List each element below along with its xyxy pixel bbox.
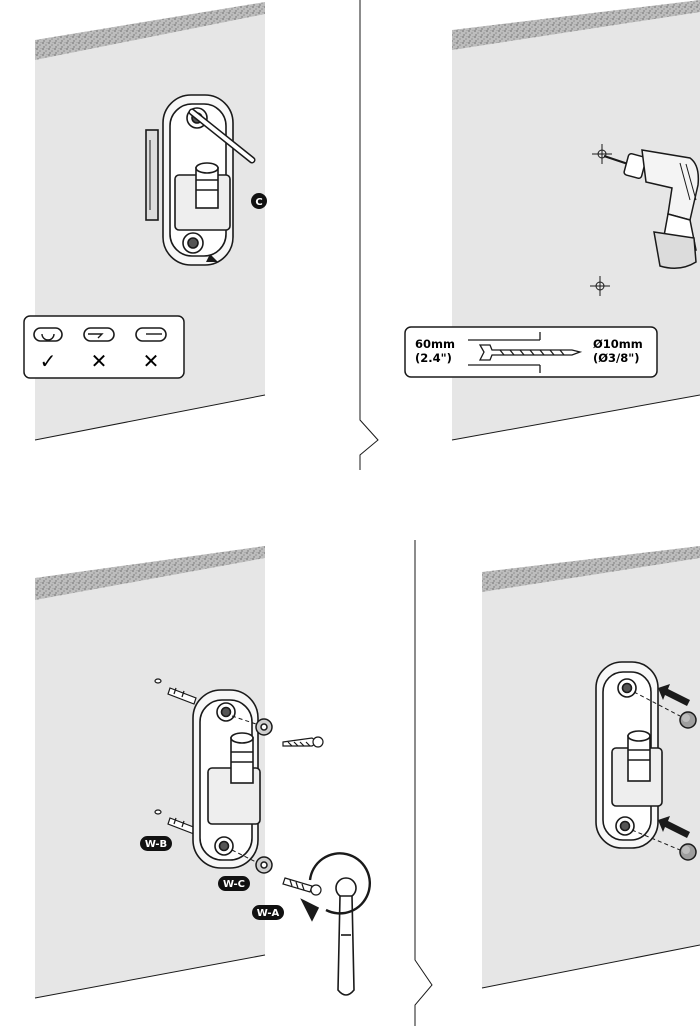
wall-surface: [482, 558, 700, 988]
depth-metric: 60mm: [415, 337, 455, 351]
part-badge-wc: W-C: [218, 876, 250, 891]
cross-mark: ✕: [143, 349, 160, 373]
svg-text:W-A: W-A: [257, 908, 280, 919]
slot-icon-wrong-1: [84, 328, 114, 341]
slot-orientation-box: ✓ ✕ ✕: [24, 316, 184, 378]
ratchet-wrench: [302, 853, 370, 995]
diameter-imperial: (Ø3/8"): [593, 351, 639, 365]
check-mark: ✓: [40, 349, 57, 373]
wall-bracket: [193, 690, 260, 868]
panel-step-2: 60mm (2.4") Ø10mm (Ø3/8"): [405, 0, 700, 440]
panel-divider: [360, 0, 378, 470]
panel-step-4: [482, 546, 700, 988]
screw-cap-bottom: [680, 844, 696, 860]
cross-mark: ✕: [91, 349, 108, 373]
washer-top: [256, 719, 272, 735]
slot-icon-wrong-2: [136, 328, 166, 341]
wall-bracket: [596, 662, 662, 848]
screw-cap-top: [680, 712, 696, 728]
depth-imperial: (2.4"): [415, 351, 452, 365]
svg-text:W-C: W-C: [223, 879, 245, 890]
part-badge-wa: W-A: [252, 905, 284, 920]
drill-spec-box: 60mm (2.4") Ø10mm (Ø3/8"): [405, 327, 657, 377]
screw-top: [283, 737, 323, 747]
svg-text:W-B: W-B: [145, 839, 167, 850]
part-badge-wb: W-B: [140, 836, 172, 851]
panel-divider: [415, 540, 432, 1026]
slot-icon-correct: [34, 328, 62, 341]
washer-bottom: [256, 857, 272, 873]
diameter-metric: Ø10mm: [593, 337, 643, 351]
panel-step-3: W-B W-C W-A: [35, 546, 370, 998]
callout-letter: C: [255, 197, 262, 208]
panel-step-1: C ✓ ✕ ✕: [24, 2, 267, 440]
screw-bottom: [283, 878, 321, 895]
